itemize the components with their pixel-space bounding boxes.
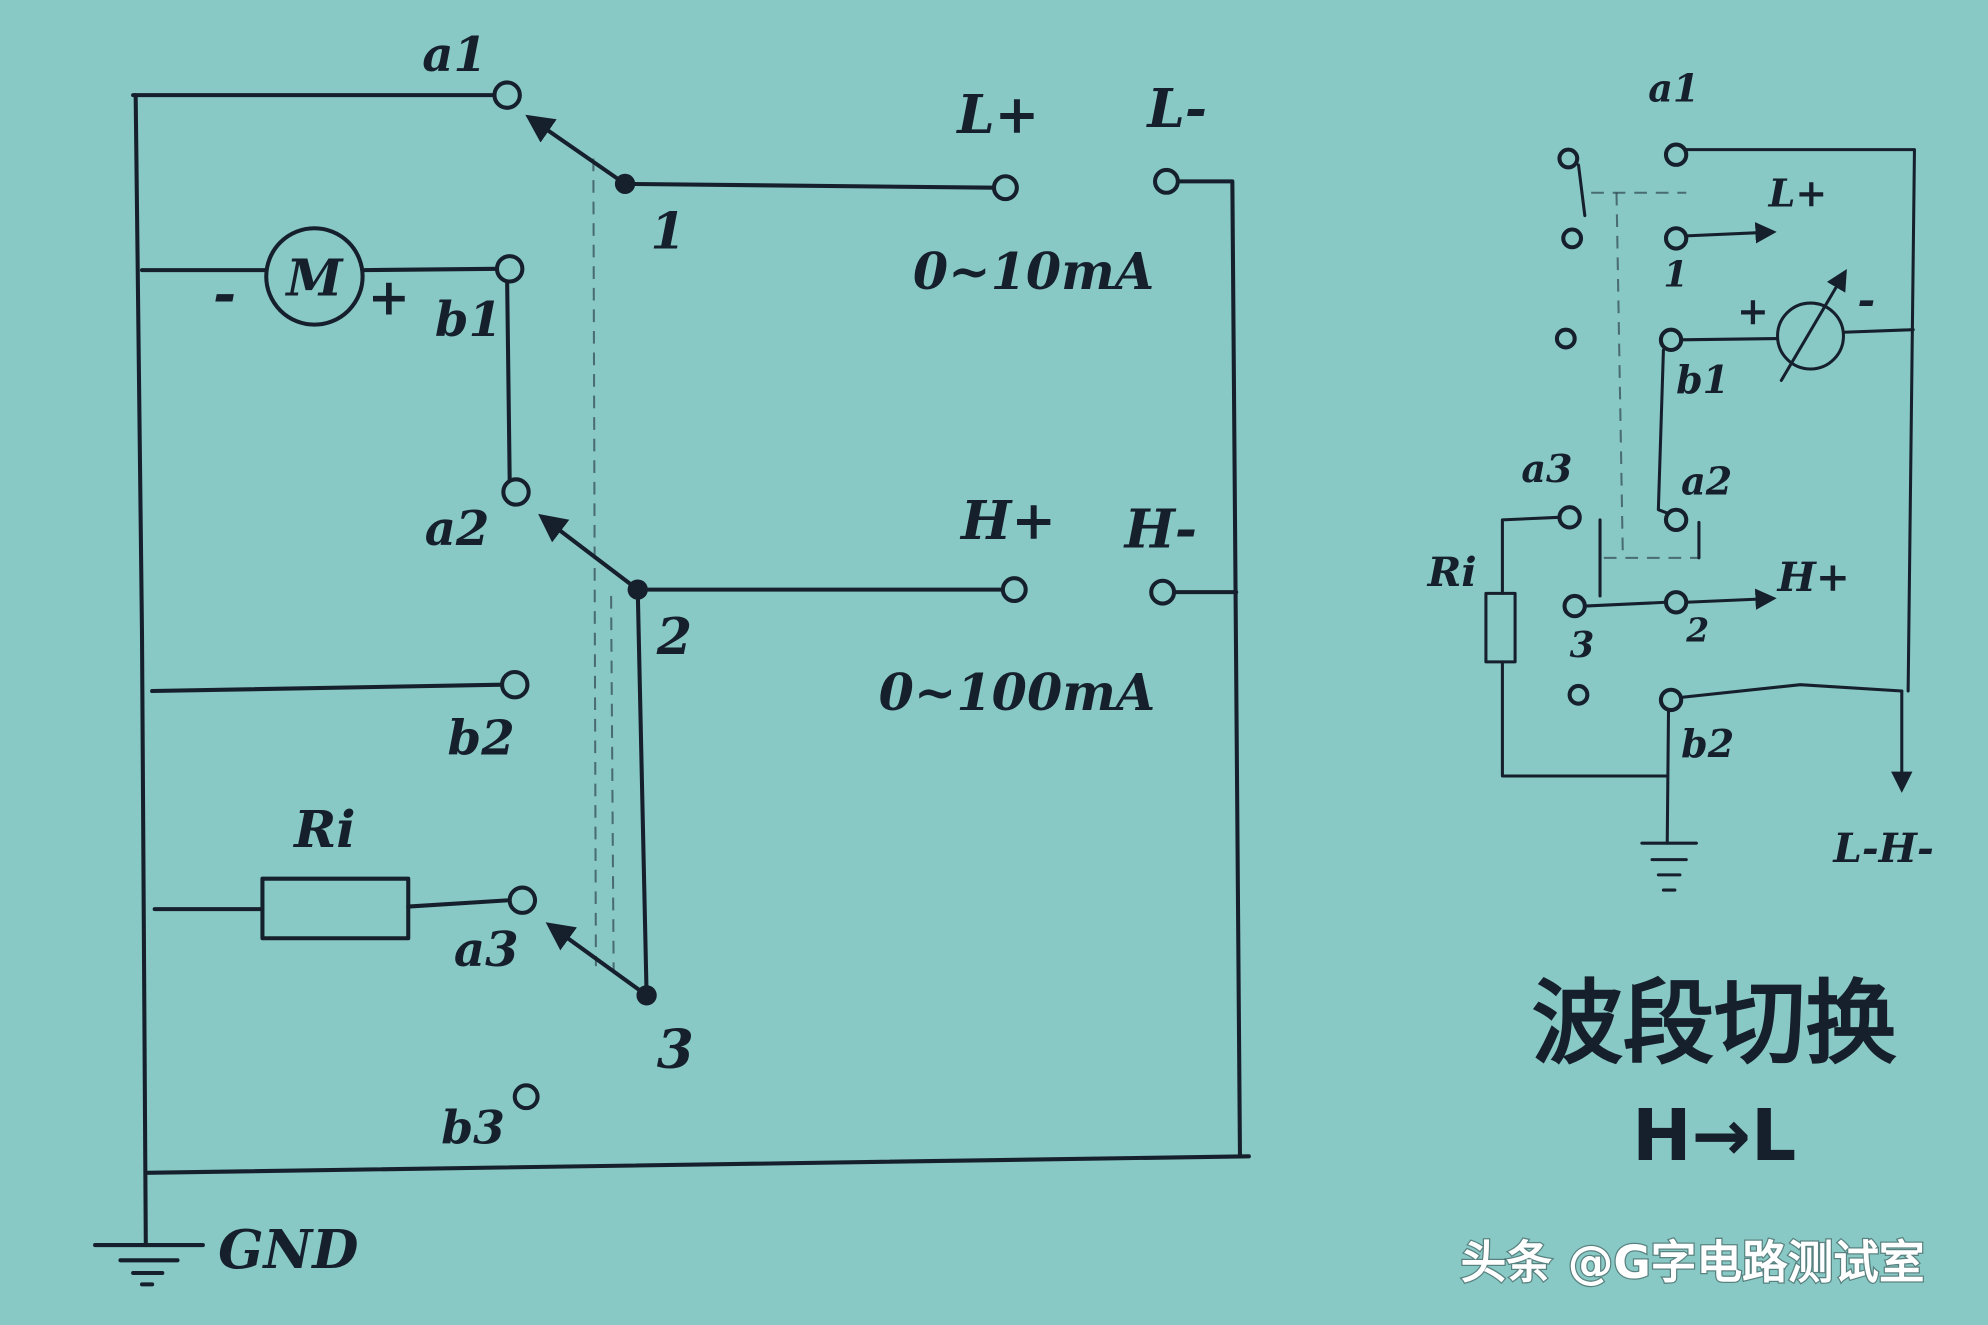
r-meter-plus-label: + xyxy=(1737,289,1769,334)
r-a3-terminal xyxy=(1557,505,1582,530)
r-b1-label: b1 xyxy=(1676,357,1729,402)
resistor-ri xyxy=(260,876,411,941)
left-circuit: GND a1 1 L+ L- 0~10mA M - + b1 a2 2 H+ H xyxy=(93,27,1251,1287)
r-contact-3 xyxy=(1562,593,1587,619)
left-rail xyxy=(133,93,148,1248)
resistor-label: Ri xyxy=(292,799,355,859)
r-contact-top-left xyxy=(1557,147,1580,170)
a2-label: a2 xyxy=(425,501,490,557)
h-minus-label: H- xyxy=(1123,498,1197,561)
r-a1-terminal xyxy=(1663,142,1689,167)
r-l-plus-arrow xyxy=(1684,222,1777,244)
b2-label: b2 xyxy=(448,710,515,766)
motor-minus-label: - xyxy=(213,262,236,327)
right-rail xyxy=(1175,179,1242,1159)
l-minus-terminal xyxy=(1152,167,1180,195)
r-meter-needle-arrow xyxy=(1779,268,1847,382)
wire-pivot2-to-pivot3 xyxy=(635,587,649,998)
l-plus-label: L+ xyxy=(955,83,1039,146)
a2-terminal xyxy=(501,477,531,507)
r-h-plus-label: H+ xyxy=(1777,553,1850,601)
r-contact-left-2 xyxy=(1561,227,1584,250)
switch-linkage-dashed-2 xyxy=(610,595,615,970)
bottom-wire xyxy=(143,1154,1251,1175)
r-wire-3-to-2 xyxy=(1583,600,1668,608)
l-minus-label: L- xyxy=(1145,77,1207,140)
b1-terminal xyxy=(494,254,525,284)
wire-rail-to-b2 xyxy=(150,682,505,694)
l-plus-terminal xyxy=(991,174,1019,202)
b3-terminal xyxy=(512,1083,540,1111)
r-contact-2 xyxy=(1663,590,1689,615)
resistor-wire-right xyxy=(406,898,512,909)
r-linkage-vertical xyxy=(1615,192,1624,558)
pivot-1-label: 1 xyxy=(650,201,685,261)
caption-subtitle: H→L xyxy=(1632,1094,1796,1177)
r-contact-1 xyxy=(1663,226,1689,251)
r-ground-symbol xyxy=(1640,841,1698,892)
r-l-plus-label: L+ xyxy=(1768,171,1828,216)
r-wire-a3-to-resistor xyxy=(1500,515,1561,595)
watermark-text: 头条 @G字电路测试室 xyxy=(1461,1236,1925,1289)
switch-arm-1 xyxy=(525,114,628,186)
pivot-3 xyxy=(636,985,657,1006)
pivot-3-label: 3 xyxy=(657,1018,694,1081)
a1-terminal xyxy=(492,80,522,110)
r-h-plus-arrow xyxy=(1684,588,1777,610)
r-meter-symbol xyxy=(1776,301,1845,371)
r-wire-b1-to-meter xyxy=(1679,337,1780,342)
motor-label: M xyxy=(284,247,344,307)
pivot-2 xyxy=(627,579,648,600)
r-contact-3-label: 3 xyxy=(1570,625,1595,666)
motor-wire-right xyxy=(360,266,500,273)
r-wire-b2-to-rail xyxy=(1679,683,1904,699)
motor-plus-label: + xyxy=(368,266,410,326)
r-a2-label: a2 xyxy=(1681,459,1732,504)
h-plus-terminal xyxy=(1000,576,1028,604)
r-lever-top xyxy=(1576,163,1587,218)
r-wire-resistor-to-ground xyxy=(1500,660,1669,778)
wire-pivot1-to-l-plus xyxy=(623,181,997,190)
r-resistor-ri xyxy=(1484,591,1517,664)
caption-title: 波段切换 xyxy=(1532,970,1898,1077)
right-circuit: a1 L-H- L+ 1 b1 + - a3 a2 xyxy=(1427,65,1934,892)
r-b1-terminal xyxy=(1658,327,1684,353)
motor-symbol xyxy=(264,226,365,327)
r-b2-terminal xyxy=(1658,687,1684,713)
r-contact-left-bottom xyxy=(1567,683,1590,706)
a3-label: a3 xyxy=(454,922,519,978)
h-minus-terminal xyxy=(1149,578,1177,606)
r-a2-terminal xyxy=(1663,507,1689,533)
b1-label: b1 xyxy=(435,292,502,348)
switch-linkage-dashed xyxy=(592,158,597,967)
b3-label: b3 xyxy=(441,1101,505,1155)
r-wire-b1-to-a2 xyxy=(1656,348,1671,516)
h-plus-label: H+ xyxy=(959,489,1056,552)
range-high-label: 0~100mA xyxy=(879,662,1156,722)
b2-terminal xyxy=(500,669,530,700)
r-contact-2-label: 2 xyxy=(1685,611,1709,650)
switch-arm-3 xyxy=(545,922,649,998)
r-a3-label: a3 xyxy=(1521,446,1572,491)
a3-terminal xyxy=(507,885,538,915)
a1-label: a1 xyxy=(422,27,487,83)
r-wire-meter-to-rail xyxy=(1841,328,1915,334)
switch-arm-2 xyxy=(538,513,640,592)
r-a1-label: a1 xyxy=(1648,65,1699,110)
range-low-label: 0~10mA xyxy=(913,241,1154,301)
pivot-1 xyxy=(614,173,636,195)
r-output-label: L-H- xyxy=(1832,824,1934,872)
ground-label: GND xyxy=(218,1218,358,1281)
r-output-rail xyxy=(1684,148,1916,693)
r-meter-minus-label: - xyxy=(1857,275,1875,325)
r-contact-1-label: 1 xyxy=(1663,255,1688,296)
wire-b1-to-a2 xyxy=(505,279,512,482)
r-b2-label: b2 xyxy=(1681,721,1734,766)
r-contact-left-3 xyxy=(1554,327,1577,350)
r-resistor-label: Ri xyxy=(1427,548,1477,596)
ground-symbol xyxy=(93,1243,205,1287)
r-wire-b2-to-ground xyxy=(1665,708,1671,845)
pivot-2-label: 2 xyxy=(656,606,692,666)
